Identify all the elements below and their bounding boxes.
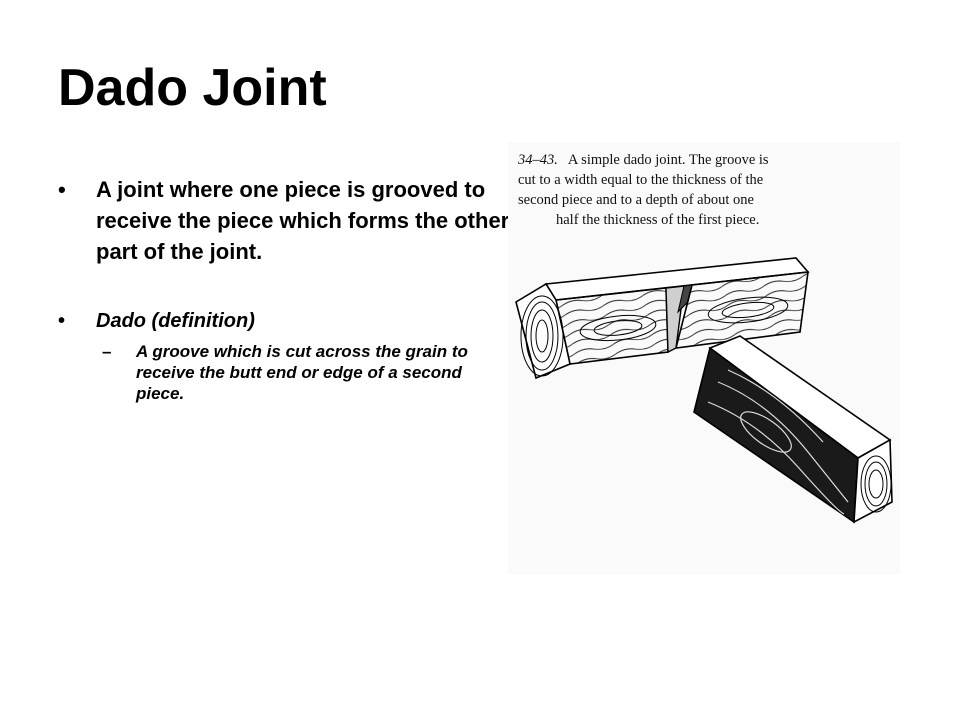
bullet-text: Dado (definition) — [96, 310, 255, 332]
sub-bullet-item-groove: – A groove which is cut across the grain… — [58, 341, 513, 404]
bullet-item-joint: • A joint where one piece is grooved to … — [58, 174, 513, 267]
bullet-text: A joint where one piece is grooved to re… — [96, 177, 510, 264]
caption-line-3: second piece and to a depth of about one — [518, 192, 754, 208]
caption-line-4: half the thickness of the first piece. — [556, 212, 760, 228]
caption-number: 34–43. — [518, 152, 558, 168]
sub-bullet-marker: – — [102, 342, 112, 361]
dado-joint-illustration — [515, 257, 893, 524]
dado-joint-figure: 34–43.A simple dado joint. The groove is… — [508, 142, 900, 574]
inserted-board — [693, 335, 893, 524]
bullet-marker: • — [58, 177, 66, 202]
figure-caption: 34–43.A simple dado joint. The groove is… — [518, 150, 888, 230]
bullet-list: • A joint where one piece is grooved to … — [58, 174, 513, 404]
bullet-marker: • — [58, 310, 66, 332]
bullet-item-dado-definition: • Dado (definition) — [58, 307, 513, 335]
slide-title: Dado Joint — [58, 59, 327, 117]
caption-line-1: 34–43.A simple dado joint. The groove is — [518, 152, 769, 168]
caption-line-2: cut to a width equal to the thickness of… — [518, 172, 764, 188]
grooved-board — [515, 257, 810, 380]
sub-bullet-text: A groove which is cut across the grain t… — [136, 342, 468, 403]
